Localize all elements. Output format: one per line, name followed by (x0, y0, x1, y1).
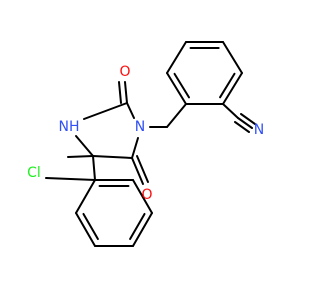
bond-lower-ring (75, 179, 96, 214)
bond-nitrile-triple (237, 117, 253, 129)
bond-lower-ring (132, 212, 153, 247)
molecule-canvas: N O O NH N Cl (27, 41, 265, 247)
bond-upper-ring (166, 72, 187, 105)
bond-c5-to-n (131, 137, 139, 159)
bond-layer (45, 41, 256, 247)
atom-ring-nh: NH (59, 119, 80, 135)
bond-n-to-c2 (126, 102, 135, 119)
bond-methyl (67, 155, 94, 158)
bond-c5-carbonyl (131, 157, 144, 185)
molecule-structure: N O O NH N Cl (27, 41, 264, 247)
bond-lower-ring-double (129, 212, 146, 241)
atom-label-layer: N O O NH N Cl (27, 64, 264, 203)
bond-upper-ring (222, 72, 243, 105)
bond-c2-to-nh (83, 102, 128, 120)
bond-upper-ring (166, 41, 187, 74)
atom-chloro: Cl (27, 165, 41, 181)
bond-upper-ring (222, 41, 243, 74)
bond-benzyl-ch2 (166, 103, 187, 128)
bond-upper-ring-double (173, 72, 190, 99)
bond-c4-to-c5 (92, 155, 133, 159)
bond-c5-carbonyl-double (136, 155, 149, 183)
bond-lower-ring (132, 179, 153, 214)
bond-lower-ring-double (82, 212, 99, 241)
bond-nh-to-c4 (75, 135, 94, 157)
bond-to-nitrile-carbon (222, 103, 239, 119)
bond-c2-carbonyl (124, 81, 128, 104)
bond-c4-to-aryl (92, 155, 96, 181)
atom-carbonyl-o-bottom: O (141, 187, 152, 203)
bond-lower-ring (75, 212, 96, 247)
bond-aryl-to-cl (45, 177, 96, 181)
bond-c2-carbonyl-double (118, 81, 122, 104)
atom-nitrile-n: N (254, 122, 264, 138)
bond-nitrile-triple (240, 113, 256, 125)
atom-carbonyl-o-top: O (119, 64, 130, 80)
bond-nitrile-triple (234, 121, 250, 133)
bond-upper-ring-double (219, 72, 236, 99)
atom-ring-n: N (135, 119, 145, 135)
